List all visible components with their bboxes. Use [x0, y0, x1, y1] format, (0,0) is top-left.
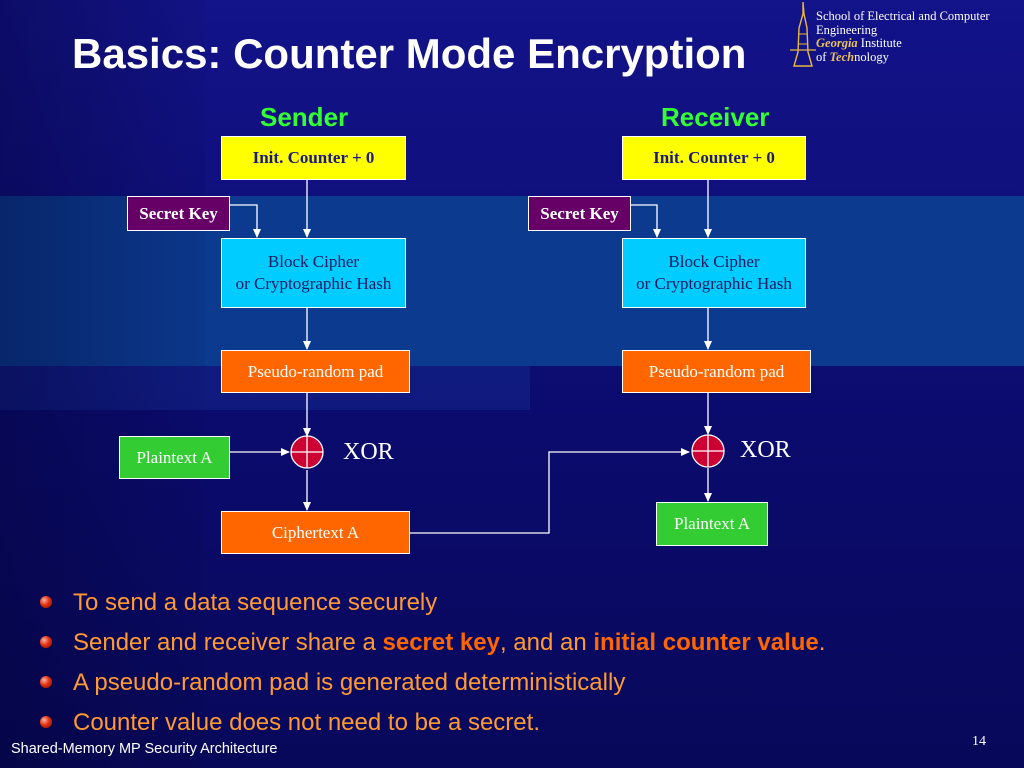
- page-number: 14: [972, 734, 986, 749]
- logo-nology: nology: [854, 49, 889, 64]
- logo-institute: Institute: [857, 36, 902, 50]
- logo-text: School of Electrical and Computer Engine…: [816, 9, 990, 65]
- receiver-secret-key-box: Secret Key: [528, 196, 631, 231]
- school-logo: School of Electrical and Computer Engine…: [790, 0, 1024, 70]
- sender-counter-box: Init. Counter + 0: [221, 136, 406, 180]
- sender-key-to-cipher-arrow: [230, 204, 261, 238]
- slide-title: Basics: Counter Mode Encryption: [72, 30, 747, 77]
- bullet-icon: [40, 716, 52, 728]
- sender-block-cipher-box: Block Cipher or Cryptographic Hash: [221, 238, 406, 308]
- logo-of: of: [816, 49, 830, 64]
- sender-plaintext-box: Plaintext A: [119, 436, 230, 479]
- receiver-counter-box: Init. Counter + 0: [622, 136, 806, 180]
- logo-tech: Tech: [829, 49, 855, 64]
- bullet-text-post: .: [818, 629, 826, 656]
- bullet-item: To send a data sequence securely: [40, 588, 1020, 628]
- sender-cipher-line-1: Block Cipher: [267, 252, 360, 271]
- bullet-text: A pseudo-random pad is generated determi…: [73, 669, 626, 696]
- bullet-text: Counter value does not need to be a secr…: [73, 709, 540, 736]
- bullet-item: Sender and receiver share a secret key, …: [40, 628, 1020, 668]
- ciphertext-to-receiver-xor-arrow: [410, 448, 690, 534]
- logo-line-3: Georgia Institute: [816, 36, 990, 51]
- logo-line-2: Engineering: [816, 22, 878, 37]
- bullet-text-mid: , and an: [499, 629, 594, 656]
- bullet-text: To send a data sequence securely: [73, 589, 438, 616]
- receiver-xor-label: XOR: [740, 437, 791, 463]
- logo-line-1: School of Electrical and Computer: [816, 9, 990, 23]
- background-column: [0, 0, 205, 768]
- receiver-xor-icon: [691, 434, 725, 468]
- receiver-pad-box: Pseudo-random pad: [622, 350, 811, 393]
- bullet-text-pre: Sender and receiver share a: [73, 629, 383, 656]
- sender-heading: Sender: [260, 102, 349, 132]
- bullet-highlight-counter-value: initial counter value: [593, 629, 819, 656]
- receiver-cipher-line-2: or Cryptographic Hash: [636, 274, 792, 293]
- logo-georgia: Georgia: [816, 36, 858, 50]
- sender-ciphertext-box: Ciphertext A: [221, 511, 410, 554]
- sender-xor-icon: [290, 435, 324, 469]
- receiver-cipher-line-1: Block Cipher: [668, 252, 760, 271]
- receiver-plaintext-box: Plaintext A: [656, 502, 768, 546]
- sender-xor-label: XOR: [343, 439, 394, 465]
- logo-line-4: of Technology: [816, 49, 990, 65]
- bullet-icon: [40, 636, 52, 648]
- sender-secret-key-box: Secret Key: [127, 196, 230, 231]
- bullet-icon: [40, 676, 52, 688]
- sender-cipher-line-2: or Cryptographic Hash: [235, 274, 392, 293]
- receiver-block-cipher-box: Block Cipher or Cryptographic Hash: [622, 238, 806, 308]
- bullet-item: Counter value does not need to be a secr…: [40, 708, 1020, 748]
- bullet-list: To send a data sequence securely Sender …: [40, 588, 1020, 748]
- tech-tower-icon: [790, 1, 816, 67]
- receiver-heading: Receiver: [661, 102, 770, 132]
- bullet-icon: [40, 596, 52, 608]
- bullet-highlight-secret-key: secret key: [382, 629, 500, 656]
- bullet-item: A pseudo-random pad is generated determi…: [40, 668, 1020, 708]
- receiver-key-to-cipher-arrow: [631, 204, 661, 238]
- footer-text: Shared-Memory MP Security Architecture: [11, 741, 278, 757]
- sender-pad-box: Pseudo-random pad: [221, 350, 410, 393]
